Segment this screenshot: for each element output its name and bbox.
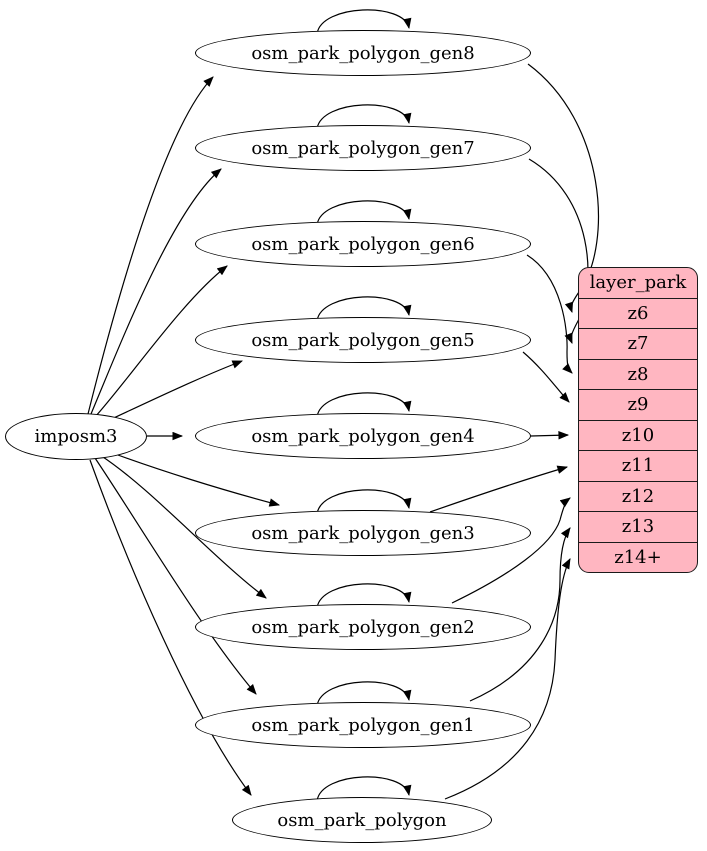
edge-imposm3-gen8 (87, 76, 214, 415)
layer-row-z13: z13 (579, 511, 697, 542)
layer-row-z7: z7 (579, 328, 697, 359)
edge-imposm3-polygon (89, 459, 252, 796)
node-osm-park-polygon-gen4: osm_park_polygon_gen4 (195, 413, 531, 459)
node-label: osm_park_polygon_gen3 (251, 522, 475, 544)
node-osm-park-polygon-gen2: osm_park_polygon_gen2 (195, 604, 531, 650)
node-osm-park-polygon-gen6: osm_park_polygon_gen6 (195, 221, 531, 267)
self-loop-gen5 (316, 296, 412, 322)
node-label: osm_park_polygon_gen2 (251, 616, 475, 638)
self-loop-gen6 (316, 200, 412, 226)
node-label: osm_park_polygon_gen4 (251, 425, 475, 447)
node-label: osm_park_polygon_gen1 (251, 714, 475, 736)
node-label: osm_park_polygon_gen6 (251, 233, 475, 255)
layer-row-z9: z9 (579, 389, 697, 420)
self-loop-gen1 (316, 681, 412, 707)
edge-gen1-z13 (469, 527, 571, 702)
edge-gen2-z12 (451, 497, 571, 604)
node-osm-park-polygon-gen7: osm_park_polygon_gen7 (195, 125, 531, 171)
edge-imposm3-gen1 (94, 457, 257, 695)
node-osm-park-polygon-gen3: osm_park_polygon_gen3 (195, 510, 531, 556)
self-loop-gen3 (316, 489, 412, 515)
node-osm-park-polygon-gen1: osm_park_polygon_gen1 (195, 702, 531, 748)
edge-gen6-z8 (526, 254, 573, 374)
edge-gen4-z10 (530, 431, 570, 440)
edge-polygon-z14 (444, 558, 571, 800)
node-label: osm_park_polygon (277, 809, 447, 831)
edge-imposm3-gen5 (102, 360, 243, 424)
layer-row-z11: z11 (579, 450, 697, 481)
edge-gen3-z11 (429, 465, 569, 513)
edge-gen8-z6 (527, 63, 600, 314)
layer-row-z8: z8 (579, 358, 697, 390)
node-label: osm_park_polygon_gen7 (251, 137, 475, 159)
node-layer-park: layer_park z6 z7 z8 z9 z10 z11 z12 z13 z… (578, 267, 698, 573)
layer-row-z14: z14+ (579, 541, 697, 573)
edge-imposm3-gen2 (99, 454, 267, 599)
self-loop-gen8 (316, 9, 412, 35)
layer-row-z6: z6 (579, 297, 697, 329)
node-osm-park-polygon-gen8: osm_park_polygon_gen8 (195, 30, 531, 76)
layer-row-z12: z12 (579, 480, 697, 512)
self-loop-gen7 (316, 104, 412, 130)
node-imposm3-label: imposm3 (34, 426, 118, 447)
layer-row-z10: z10 (579, 419, 697, 451)
self-loop-gen4 (316, 392, 412, 418)
node-osm-park-polygon-gen5: osm_park_polygon_gen5 (195, 317, 531, 363)
node-label: osm_park_polygon_gen8 (251, 42, 475, 64)
self-loop-polygon (316, 776, 412, 802)
self-loop-gen2 (316, 583, 412, 609)
layer-park-title: layer_park (589, 272, 687, 294)
edge-imposm3-gen7 (90, 168, 222, 415)
edge-imposm3-gen3 (106, 450, 281, 507)
node-label: osm_park_polygon_gen5 (251, 329, 475, 351)
edge-imposm3-gen6 (94, 265, 228, 418)
node-osm-park-polygon: osm_park_polygon (232, 797, 492, 843)
node-imposm3: imposm3 (5, 413, 147, 460)
edge-gen5-z9 (522, 351, 570, 403)
